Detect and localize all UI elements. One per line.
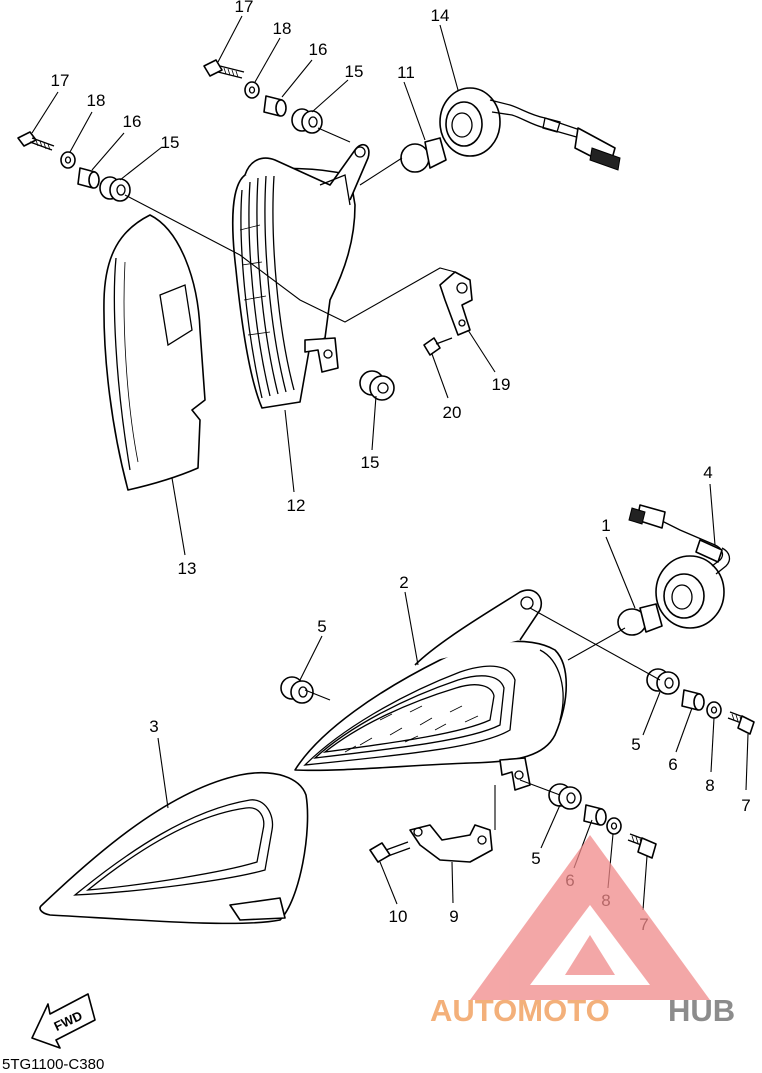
lower-guide-lines	[304, 607, 661, 830]
callout-9: 9	[449, 907, 458, 926]
callout-17b: 17	[235, 0, 254, 16]
lower-flasher-assembly	[39, 504, 755, 925]
callout-7a: 7	[741, 796, 750, 815]
collar-16	[77, 95, 287, 189]
callout-13: 13	[178, 559, 197, 578]
washer-18	[60, 81, 260, 169]
bulb-socket-14	[439, 87, 621, 171]
grommet-5	[280, 668, 680, 810]
callout-15a: 15	[161, 133, 180, 152]
bolt-17-right	[203, 59, 245, 79]
callout-leaders	[31, 15, 749, 911]
bolt-17-left	[17, 131, 55, 151]
grommet-15	[99, 108, 395, 401]
watermark-text: AUTOMOTO HUB	[430, 993, 735, 1028]
callout-5c: 5	[531, 849, 540, 868]
callout-5a: 5	[317, 617, 326, 636]
callout-11: 11	[397, 63, 415, 82]
bulb-1	[617, 603, 663, 636]
watermark-triangle-core	[565, 935, 615, 975]
callout-10: 10	[389, 907, 408, 926]
callout-19: 19	[492, 375, 511, 394]
callout-17a: 17	[51, 71, 70, 90]
upper-guide-lines	[124, 127, 456, 323]
watermark-text-hub: HUB	[668, 993, 735, 1028]
callout-18a: 18	[87, 91, 106, 110]
callout-15b: 15	[345, 62, 364, 81]
callout-4: 4	[703, 463, 712, 482]
callout-8a: 8	[705, 776, 714, 795]
bolt-10	[369, 841, 411, 863]
callout-16a: 16	[123, 112, 142, 131]
housing-2	[294, 589, 568, 791]
fwd-arrow: FWD	[31, 993, 96, 1049]
bulb-11	[400, 137, 447, 173]
collar-6	[583, 689, 705, 826]
lens-cover-13	[103, 214, 206, 491]
callout-1: 1	[601, 516, 610, 535]
callout-2: 2	[399, 573, 408, 592]
washer-8	[606, 701, 722, 835]
bracket-19	[439, 271, 473, 336]
watermark-text-automoto: AUTOMOTO	[430, 993, 610, 1028]
callout-6a: 6	[668, 755, 677, 774]
bolt-7	[627, 711, 755, 859]
callout-20: 20	[443, 403, 462, 422]
lens-3	[39, 771, 309, 925]
callout-16b: 16	[309, 40, 328, 59]
bulb-socket-4	[628, 504, 731, 629]
callout-18b: 18	[273, 19, 292, 38]
housing-12	[231, 143, 370, 409]
watermark-logo	[470, 835, 710, 1000]
callout-3: 3	[149, 717, 158, 736]
bracket-9	[409, 824, 493, 863]
bolt-20	[423, 337, 453, 356]
callout-5b: 5	[631, 735, 640, 754]
callout-15c: 15	[361, 453, 380, 472]
upper-flasher-assembly	[17, 59, 621, 491]
callout-14: 14	[431, 6, 450, 25]
callout-12: 12	[287, 496, 306, 515]
diagram-code: 5TG1100-C380	[2, 1056, 104, 1073]
